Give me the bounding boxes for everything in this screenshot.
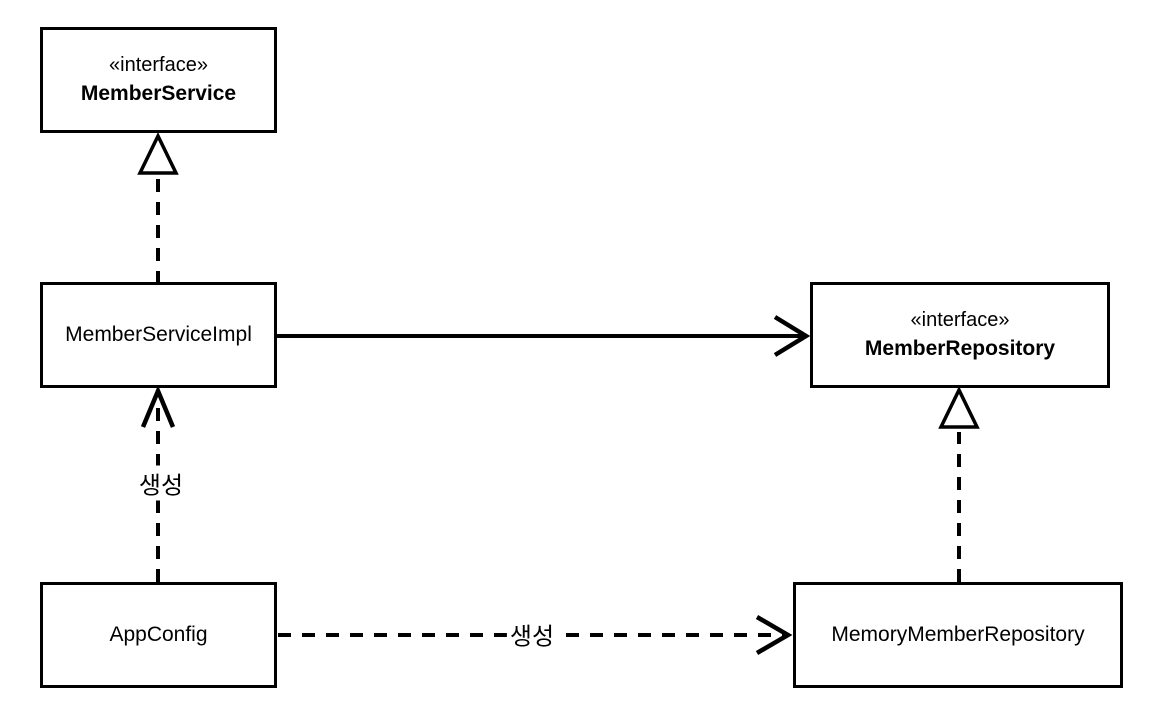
open-arrowhead-icon (755, 615, 793, 655)
edge-realization-memberserviceimpl-to-memberservice (137, 131, 179, 284)
class-box-memory-member-repository: MemoryMemberRepository (793, 582, 1123, 688)
edge-label-create-horizontal: 생성 (506, 616, 558, 652)
edge-dependency-appconfig-to-memorymemberrepository (278, 615, 793, 655)
class-name: MemoryMemberRepository (831, 623, 1085, 647)
class-box-member-service-impl: MemberServiceImpl (40, 282, 277, 388)
hollow-triangle-arrowhead-icon (137, 131, 179, 175)
class-name: MemberServiceImpl (65, 323, 252, 347)
edge-association-memberserviceimpl-to-memberrepository (277, 315, 811, 357)
stereotype-label: «interface» (910, 309, 1010, 332)
open-arrowhead-icon (773, 315, 811, 357)
stereotype-label: «interface» (109, 54, 208, 77)
class-box-member-service: «interface» MemberService (40, 27, 277, 133)
edge-realization-memorymemberrepository-to-memberrepository (938, 385, 980, 582)
class-name: MemberRepository (864, 337, 1056, 361)
class-name: MemberService (80, 82, 237, 106)
class-name: AppConfig (109, 623, 208, 647)
class-box-member-repository: «interface» MemberRepository (810, 282, 1110, 388)
edge-label-create-vertical: 생성 (135, 465, 187, 501)
class-box-app-config: AppConfig (40, 582, 277, 688)
hollow-triangle-arrowhead-icon (938, 385, 980, 429)
open-arrowhead-icon (140, 385, 176, 428)
